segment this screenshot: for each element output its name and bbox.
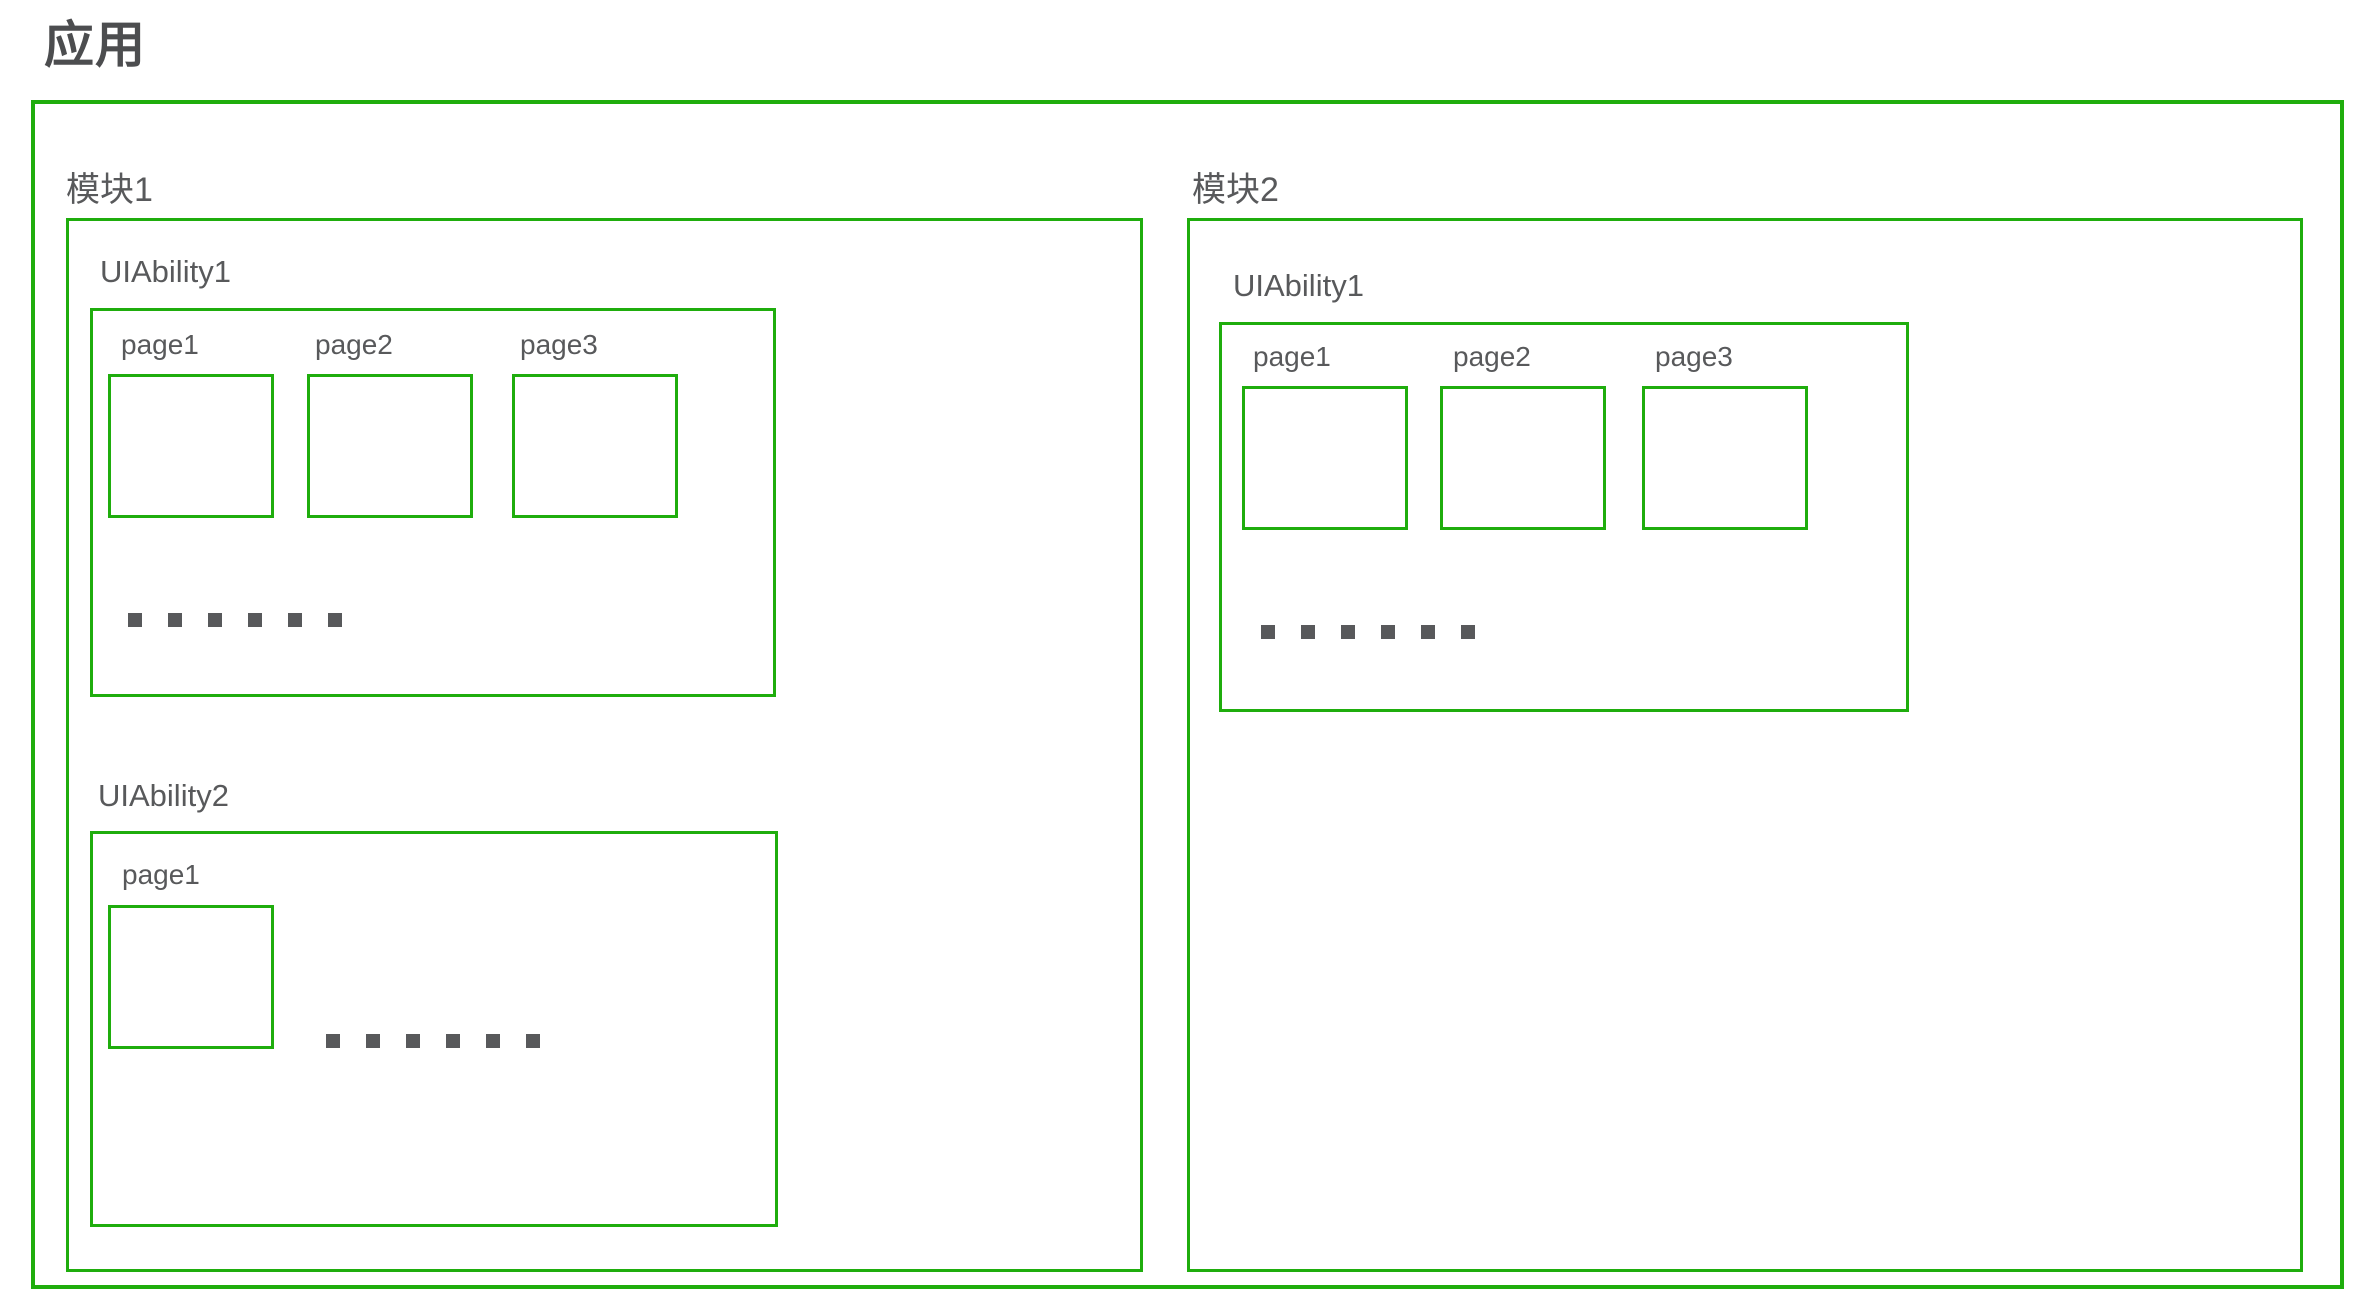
module1-uiability2-page1-label: page1 (122, 859, 200, 890)
module1-uiability1-page3-box (512, 374, 678, 518)
module2-uiability1-label: UIAbility1 (1233, 268, 1364, 303)
module2-uiability1-ellipsis-dots (1261, 625, 1475, 639)
square-dot (406, 1034, 420, 1048)
module1-uiability1-label: UIAbility1 (100, 254, 231, 289)
square-dot (486, 1034, 500, 1048)
module2-uiability1-page3-label: page3 (1655, 341, 1733, 372)
module1-uiability1-ellipsis-dots (128, 613, 342, 627)
square-dot (1301, 625, 1315, 639)
square-dot (1421, 625, 1435, 639)
square-dot (168, 613, 182, 627)
square-dot (208, 613, 222, 627)
square-dot (128, 613, 142, 627)
module2-uiability1-box (1219, 322, 1909, 712)
app-title: 应用 (44, 17, 146, 73)
module1-uiability2-box (90, 831, 778, 1227)
module1-uiability2-label: UIAbility2 (98, 778, 229, 813)
module2-uiability1-page2-label: page2 (1453, 341, 1531, 372)
module2-uiability1-page3-box (1642, 386, 1808, 530)
square-dot (1381, 625, 1395, 639)
square-dot (248, 613, 262, 627)
module1-uiability1-page2-label: page2 (315, 329, 393, 360)
square-dot (446, 1034, 460, 1048)
square-dot (366, 1034, 380, 1048)
square-dot (526, 1034, 540, 1048)
module2-label: 模块2 (1192, 171, 1279, 209)
module2-uiability1-page1-box (1242, 386, 1408, 530)
module1-uiability1-page1-label: page1 (121, 329, 199, 360)
module1-label: 模块1 (66, 171, 153, 209)
module1-uiability2-ellipsis-dots (326, 1034, 540, 1048)
module2-uiability1-page1-label: page1 (1253, 341, 1331, 372)
square-dot (1341, 625, 1355, 639)
square-dot (1461, 625, 1475, 639)
module1-box (66, 218, 1143, 1272)
square-dot (328, 613, 342, 627)
module2-uiability1-page2-box (1440, 386, 1606, 530)
module1-uiability1-page2-box (307, 374, 473, 518)
module1-uiability1-page1-box (108, 374, 274, 518)
module1-uiability1-box (90, 308, 776, 697)
square-dot (326, 1034, 340, 1048)
square-dot (288, 613, 302, 627)
module2-box (1187, 218, 2303, 1272)
square-dot (1261, 625, 1275, 639)
application-box (31, 100, 2344, 1289)
module1-uiability2-page1-box (108, 905, 274, 1049)
module1-uiability1-page3-label: page3 (520, 329, 598, 360)
